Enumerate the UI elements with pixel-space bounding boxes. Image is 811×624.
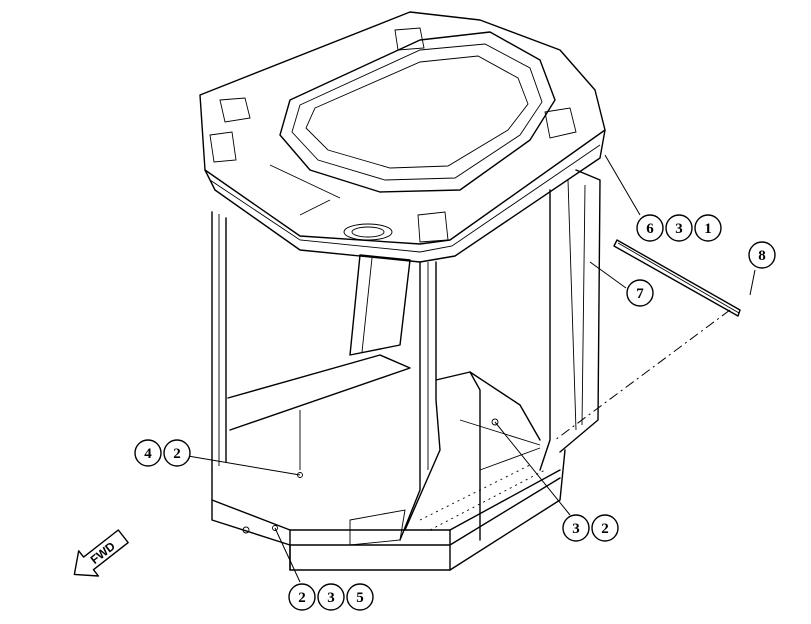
callout-number: 8	[758, 248, 766, 264]
callout-number: 2	[298, 590, 306, 606]
callout-number: 2	[173, 446, 181, 462]
callout-number: 2	[601, 521, 609, 537]
callout-circle	[748, 241, 776, 269]
weatherstrip-part	[613, 239, 741, 317]
callout-number: 6	[646, 221, 654, 237]
callout-circle	[346, 583, 374, 611]
callout-number: 3	[327, 590, 335, 606]
callout-number: 5	[356, 590, 364, 606]
callout-235: 2 3 5	[288, 583, 374, 611]
callout-circle	[636, 214, 664, 242]
callout-circle	[163, 439, 191, 467]
leader-lines	[187, 154, 756, 583]
callout-number: 3	[675, 221, 683, 237]
callout-8: 8	[748, 241, 776, 269]
callout-circle	[626, 279, 654, 307]
callout-7: 7	[626, 279, 654, 307]
callout-circle	[591, 514, 619, 542]
callout-circle	[562, 514, 590, 542]
callout-number: 4	[144, 446, 152, 462]
fwd-direction-arrow: FWD	[73, 529, 129, 577]
callout-631: 6 3 1	[636, 214, 722, 242]
callout-number: 7	[636, 286, 644, 302]
cab-frame	[211, 169, 601, 571]
callout-number: 1	[704, 221, 712, 237]
callout-circle	[317, 583, 345, 611]
callout-number: 3	[572, 521, 580, 537]
callout-circle	[134, 439, 162, 467]
callout-circle	[288, 583, 316, 611]
callout-circle	[694, 214, 722, 242]
callout-circle	[665, 214, 693, 242]
cab-roof	[199, 11, 606, 263]
